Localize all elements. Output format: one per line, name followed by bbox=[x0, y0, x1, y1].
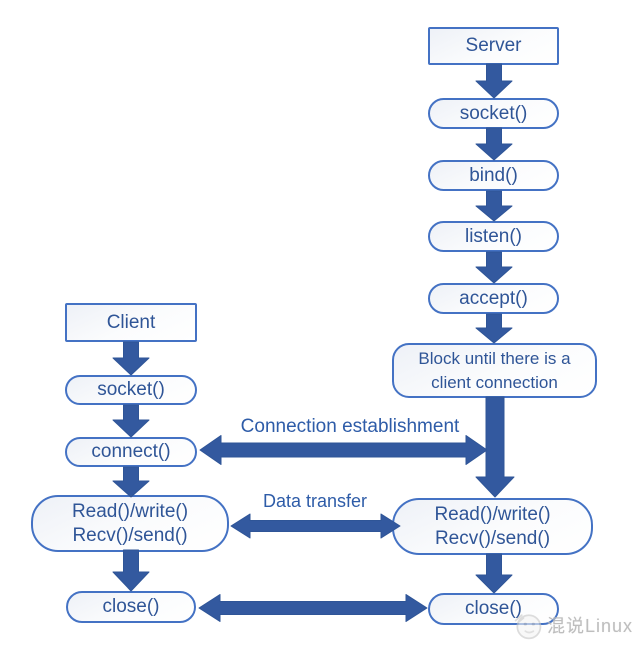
arrow-connect-to-client-io bbox=[112, 466, 150, 498]
client-socket-label: socket() bbox=[97, 379, 165, 401]
arrow-connection-establishment bbox=[199, 435, 488, 465]
client-close-label: close() bbox=[102, 596, 160, 618]
penguin-logo-icon bbox=[514, 614, 542, 640]
client-title-label: Client bbox=[106, 311, 156, 333]
server-socket-label: socket() bbox=[459, 102, 528, 124]
arrow-data-transfer bbox=[230, 513, 401, 539]
data-transfer-label: Data transfer bbox=[262, 491, 368, 511]
arrow-client-title-to-socket bbox=[112, 341, 150, 376]
arrow-close-to-close bbox=[198, 594, 428, 622]
server-close-box: close() bbox=[428, 593, 559, 625]
arrow-socket-to-bind bbox=[475, 127, 513, 161]
client-io-line1: Read()/write() bbox=[71, 500, 189, 522]
arrow-client-socket-to-connect bbox=[112, 404, 150, 438]
server-block-box: Block until there is a client connection bbox=[392, 343, 597, 398]
server-title-box: Server bbox=[428, 27, 559, 65]
server-title-label: Server bbox=[465, 35, 522, 57]
arrow-accept-to-block bbox=[475, 313, 513, 344]
server-socket-box: socket() bbox=[428, 98, 559, 129]
server-io-line2: Recv()/send() bbox=[434, 527, 551, 549]
server-io-box: Read()/write() Recv()/send() bbox=[392, 498, 593, 555]
arrow-block-to-server-io bbox=[475, 396, 515, 498]
server-listen-label: listen() bbox=[464, 225, 522, 247]
server-bind-label: bind() bbox=[469, 164, 518, 186]
client-io-line2: Recv()/send() bbox=[72, 524, 188, 546]
watermark: 混说Linux bbox=[512, 608, 633, 642]
server-io-line1: Read()/write() bbox=[434, 503, 551, 525]
client-socket-box: socket() bbox=[65, 375, 197, 405]
client-connect-label: connect() bbox=[91, 441, 171, 463]
arrow-bind-to-listen bbox=[475, 190, 513, 222]
server-block-label: Block until there is a client connection bbox=[418, 348, 571, 392]
server-bind-box: bind() bbox=[428, 160, 559, 191]
arrow-server-title-to-socket bbox=[475, 63, 513, 99]
connection-establishment-label: Connection establishment bbox=[240, 416, 460, 437]
client-title-box: Client bbox=[65, 303, 197, 342]
server-close-label: close() bbox=[464, 598, 522, 620]
server-accept-box: accept() bbox=[428, 283, 559, 314]
client-io-box: Read()/write() Recv()/send() bbox=[31, 495, 229, 552]
arrow-server-io-to-close bbox=[475, 553, 513, 594]
client-connect-box: connect() bbox=[65, 437, 197, 467]
server-listen-box: listen() bbox=[428, 221, 559, 252]
arrow-client-io-to-close bbox=[112, 549, 150, 592]
arrow-listen-to-accept bbox=[475, 251, 513, 284]
server-accept-label: accept() bbox=[459, 287, 528, 309]
watermark-text: 混说Linux bbox=[547, 616, 634, 636]
client-close-box: close() bbox=[66, 591, 196, 623]
